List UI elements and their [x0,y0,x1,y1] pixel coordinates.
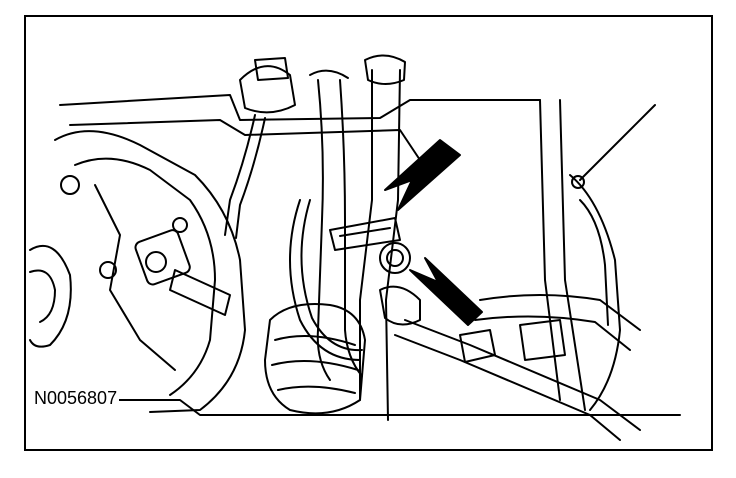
right-panel-edge-b [559,99,586,411]
pulley-left [29,244,72,348]
housing-upper-edge [59,94,541,121]
vacuum-hose-left [224,114,256,236]
main-tube-cap [364,54,406,85]
right-fitting [519,319,566,361]
right-pivot [571,175,585,189]
bellows [264,303,366,415]
callout-arrow-lower-icon [409,257,483,326]
wire-harness [289,199,361,361]
figure-id-label: N0056807 [32,388,120,409]
connector-clip [329,217,401,251]
lower-fitting [379,285,421,326]
wire-harness-b [300,199,363,352]
sensor-bolt [172,217,188,233]
lower-edge [59,399,681,416]
bolt-ring-inner [386,249,404,267]
callout-arrow-upper-icon [384,139,461,211]
bellows-rib-3 [277,385,356,394]
bolt-ring-outer [379,242,411,274]
right-pipe-b [474,315,631,351]
sensor-body [134,229,191,286]
left-bracket [54,130,246,413]
center-hose-top [309,69,349,79]
pulley-left-inner [29,269,56,323]
bellows-rib-1 [274,335,356,346]
sensor-arm [169,269,231,316]
right-pipe [479,294,641,331]
hose-cap-top [254,57,289,81]
lower-line-b [394,334,621,441]
housing-upper-rail [69,119,421,161]
right-rod [579,104,656,181]
right-panel-edge [539,99,561,401]
sensor-port [145,251,167,273]
connector-clip-detail [339,227,391,237]
bellows-rib-2 [271,360,359,371]
left-bracket-inner [74,157,216,396]
right-housing-inner [579,199,609,326]
bolt-top-left [60,175,80,195]
left-bracket-rib [94,184,176,371]
right-housing [569,174,621,411]
vacuum-hose-left-b [235,117,266,239]
bolt-mid-left [99,261,117,279]
lower-nut [459,329,496,363]
